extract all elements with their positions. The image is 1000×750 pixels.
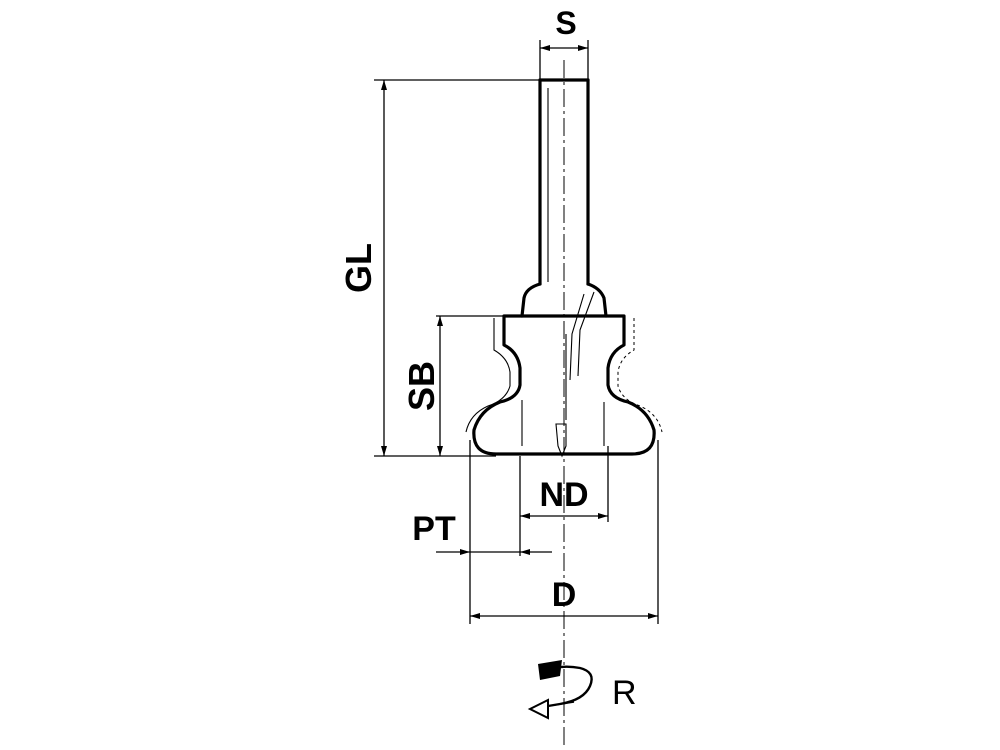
d-dimension: D [470, 440, 659, 624]
cutter-back-edge [465, 318, 511, 433]
s-label: S [555, 5, 576, 41]
collar [520, 282, 608, 318]
gl-dimension: GL [338, 79, 540, 457]
flute [569, 291, 595, 381]
rotation-direction-icon [527, 660, 593, 720]
cutter-hidden-edge [617, 318, 663, 433]
neck-core [521, 334, 605, 446]
r-label: R [612, 674, 637, 712]
nd-dimension: ND [519, 446, 609, 556]
sb-dimension: SB [401, 315, 504, 456]
gl-label: GL [338, 243, 379, 293]
d-label: D [552, 576, 577, 614]
pt-label: PT [412, 510, 456, 548]
tip [555, 423, 567, 458]
sb-label: SB [401, 361, 442, 411]
nd-label: ND [539, 476, 588, 514]
cutter-profile [472, 314, 656, 456]
shank [538, 78, 590, 286]
s-dimension: S [539, 5, 589, 80]
pt-dimension: PT [412, 440, 552, 624]
